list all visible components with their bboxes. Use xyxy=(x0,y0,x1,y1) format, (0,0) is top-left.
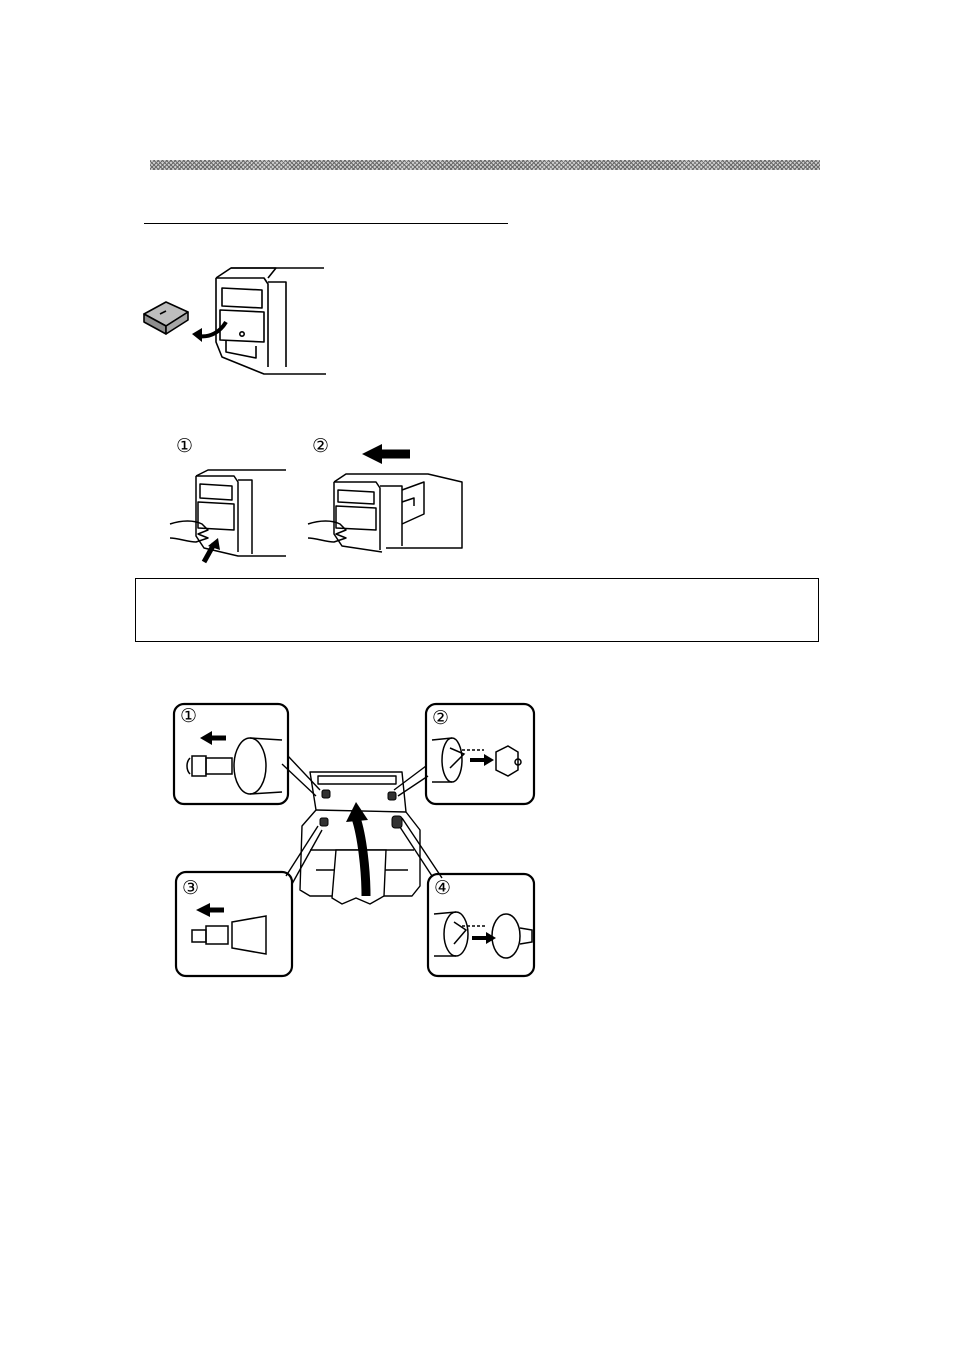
arrow-icon xyxy=(462,926,496,944)
arrow-icon xyxy=(196,903,224,917)
arrow-icon xyxy=(346,802,368,896)
figure-remove-tray xyxy=(136,262,328,380)
circled-number-icon: ② xyxy=(312,435,330,457)
circled-number-icon: ① xyxy=(180,705,198,727)
ribbon-film xyxy=(332,850,386,904)
circled-number-icon: ③ xyxy=(182,877,200,899)
circled-number-icon: ② xyxy=(432,707,450,729)
subheading-underline xyxy=(144,223,508,224)
figure-ribbon-cassette xyxy=(170,700,538,980)
arrow-icon xyxy=(200,731,226,745)
circled-number-icon: ④ xyxy=(434,877,452,899)
callout-frame-1 xyxy=(174,704,288,804)
section-header-bar xyxy=(150,160,820,170)
note-box xyxy=(135,578,819,642)
figure-open-cover-step1 xyxy=(168,466,290,566)
callout-frame-3 xyxy=(176,872,292,976)
callout-frame-4 xyxy=(428,874,534,976)
arrow-icon xyxy=(204,538,220,562)
arrow-icon xyxy=(362,444,410,464)
arrow-icon xyxy=(462,750,494,766)
arrow-icon xyxy=(192,322,226,342)
figure-open-cover-step2 xyxy=(306,444,466,554)
circled-number-icon: ① xyxy=(176,435,194,457)
callout-frame-2 xyxy=(426,704,534,804)
